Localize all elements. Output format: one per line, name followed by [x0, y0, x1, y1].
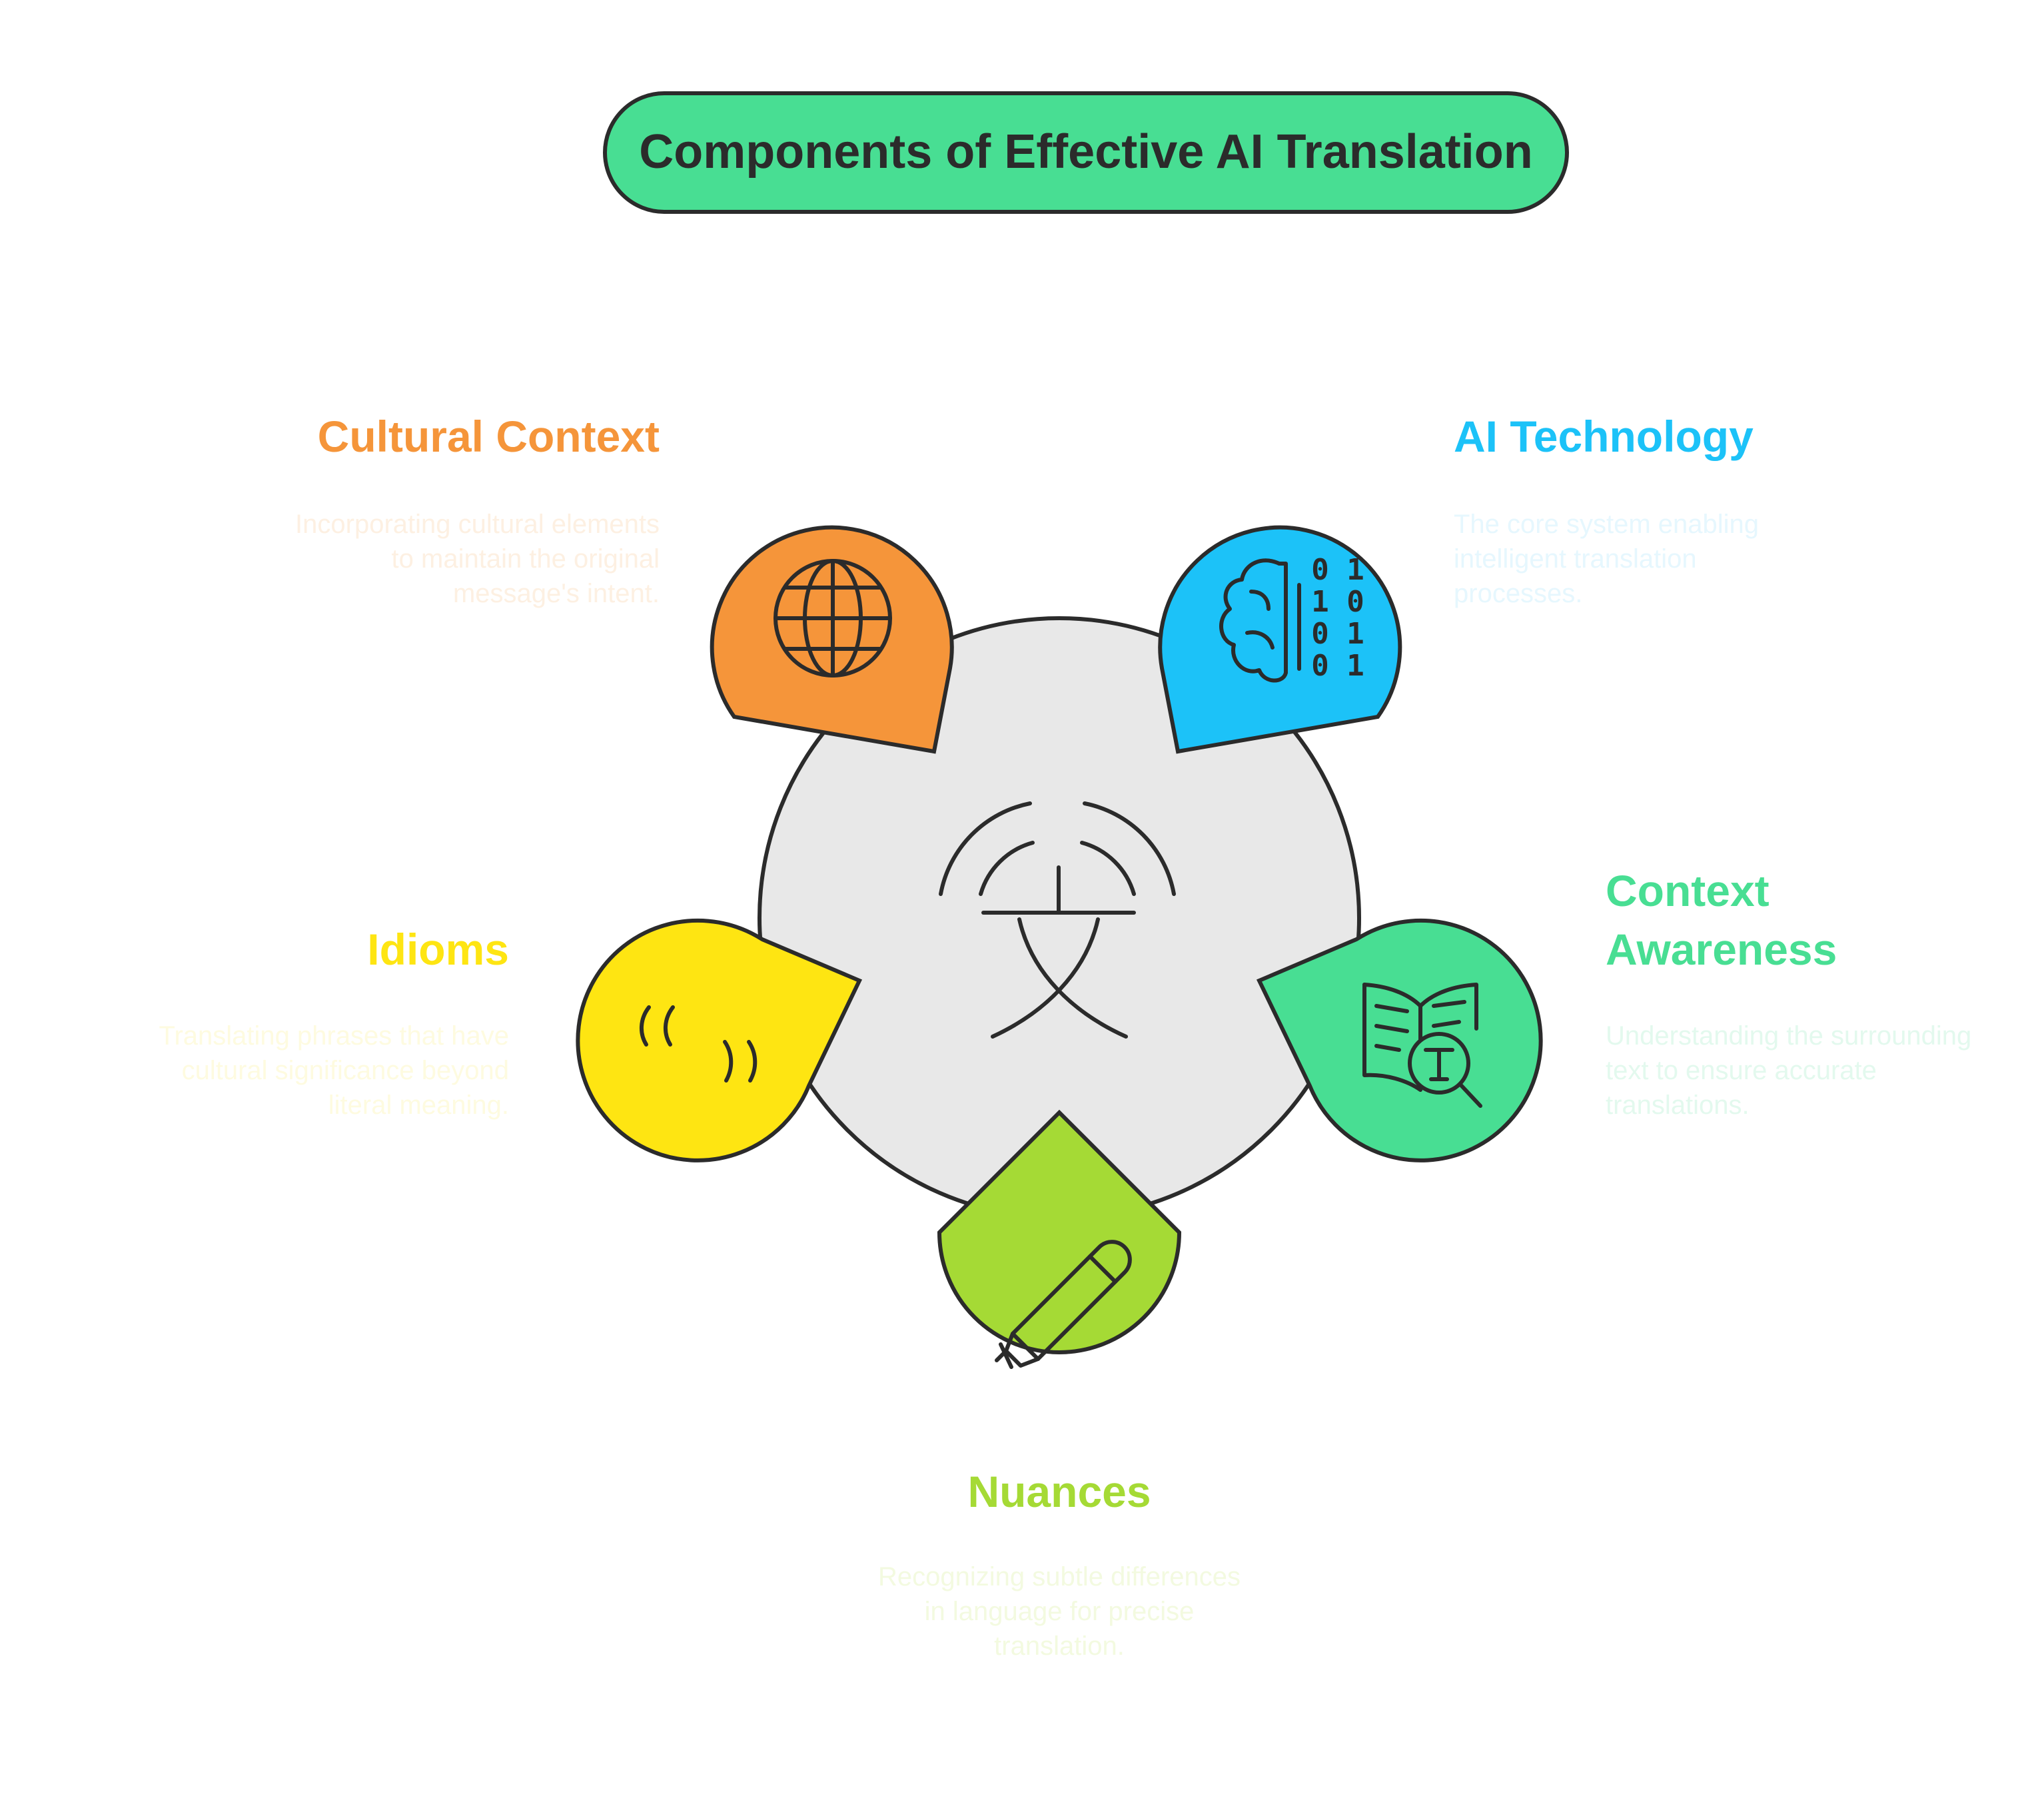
binary-row-3: 0 1: [1311, 617, 1364, 651]
desc-ai-line-3: processes.: [1454, 579, 1582, 608]
desc-context-line-2: text to ensure accurate: [1606, 1056, 1877, 1085]
desc-context-line-1: Understanding the surrounding: [1606, 1021, 1971, 1051]
petal-shape-idioms: [576, 918, 863, 1162]
title-banner: Components of Effective AI Translation: [603, 91, 1569, 214]
petal-shape-ai: [1158, 525, 1402, 754]
label-nuances: Nuances Recognizing subtle differences i…: [878, 1467, 1241, 1661]
heading-nuances: Nuances: [967, 1467, 1151, 1516]
label-idioms: Idioms Translating phrases that have cul…: [159, 925, 510, 1120]
binary-row-1: 0 1: [1311, 553, 1364, 587]
binary-row-2: 1 0: [1311, 585, 1364, 619]
globe-icon: [773, 559, 892, 677]
desc-idioms-line-3: literal meaning.: [328, 1091, 509, 1120]
label-cultural-context: Cultural Context Incorporating cultural …: [295, 412, 660, 608]
petal-shape-nuances: [937, 1109, 1182, 1354]
heading-cultural-context: Cultural Context: [318, 412, 660, 461]
heading-idioms: Idioms: [367, 925, 509, 974]
desc-context-line-3: translations.: [1606, 1091, 1750, 1120]
heading-context-line-2: Awareness: [1606, 925, 1837, 974]
binary-row-4: 0 1: [1311, 649, 1364, 683]
book-search-icon: [1362, 983, 1482, 1108]
petal-context-awareness: [1256, 918, 1543, 1162]
desc-idioms-line-1: Translating phrases that have: [159, 1021, 510, 1051]
page-title: Components of Effective AI Translation: [639, 125, 1533, 179]
quote-marks-icon: [640, 1005, 758, 1083]
pen-icon: [995, 1240, 1132, 1369]
heading-context-line-1: Context: [1606, 866, 1770, 915]
desc-ai-line-1: The core system enabling: [1454, 510, 1759, 539]
translation-bridge-icon: [939, 801, 1176, 1039]
desc-ai-line-2: intelligent translation: [1454, 544, 1697, 574]
label-ai-technology: AI Technology The core system enabling i…: [1454, 412, 1759, 608]
desc-cultural-line-2: to maintain the original: [392, 544, 660, 574]
desc-nuances-line-2: in language for precise: [925, 1597, 1195, 1626]
brain-binary-icon: 0 1 1 0 0 1 0 1: [1219, 553, 1364, 683]
petal-nuances: [937, 1109, 1182, 1369]
desc-cultural-line-3: message's intent.: [453, 579, 660, 608]
petal-idioms: [576, 918, 863, 1162]
desc-idioms-line-2: cultural significance beyond: [182, 1056, 509, 1085]
petal-cultural-context: [710, 525, 954, 754]
label-context-awareness: Context Awareness Understanding the surr…: [1606, 866, 1971, 1120]
desc-cultural-line-1: Incorporating cultural elements: [295, 510, 660, 539]
desc-nuances-line-3: translation.: [994, 1631, 1125, 1661]
petal-shape-context: [1256, 918, 1543, 1162]
title-pill: [603, 91, 1569, 214]
heading-ai-technology: AI Technology: [1454, 412, 1754, 461]
petal-ai-technology: 0 1 1 0 0 1 0 1: [1158, 525, 1402, 754]
desc-nuances-line-1: Recognizing subtle differences: [878, 1562, 1241, 1591]
